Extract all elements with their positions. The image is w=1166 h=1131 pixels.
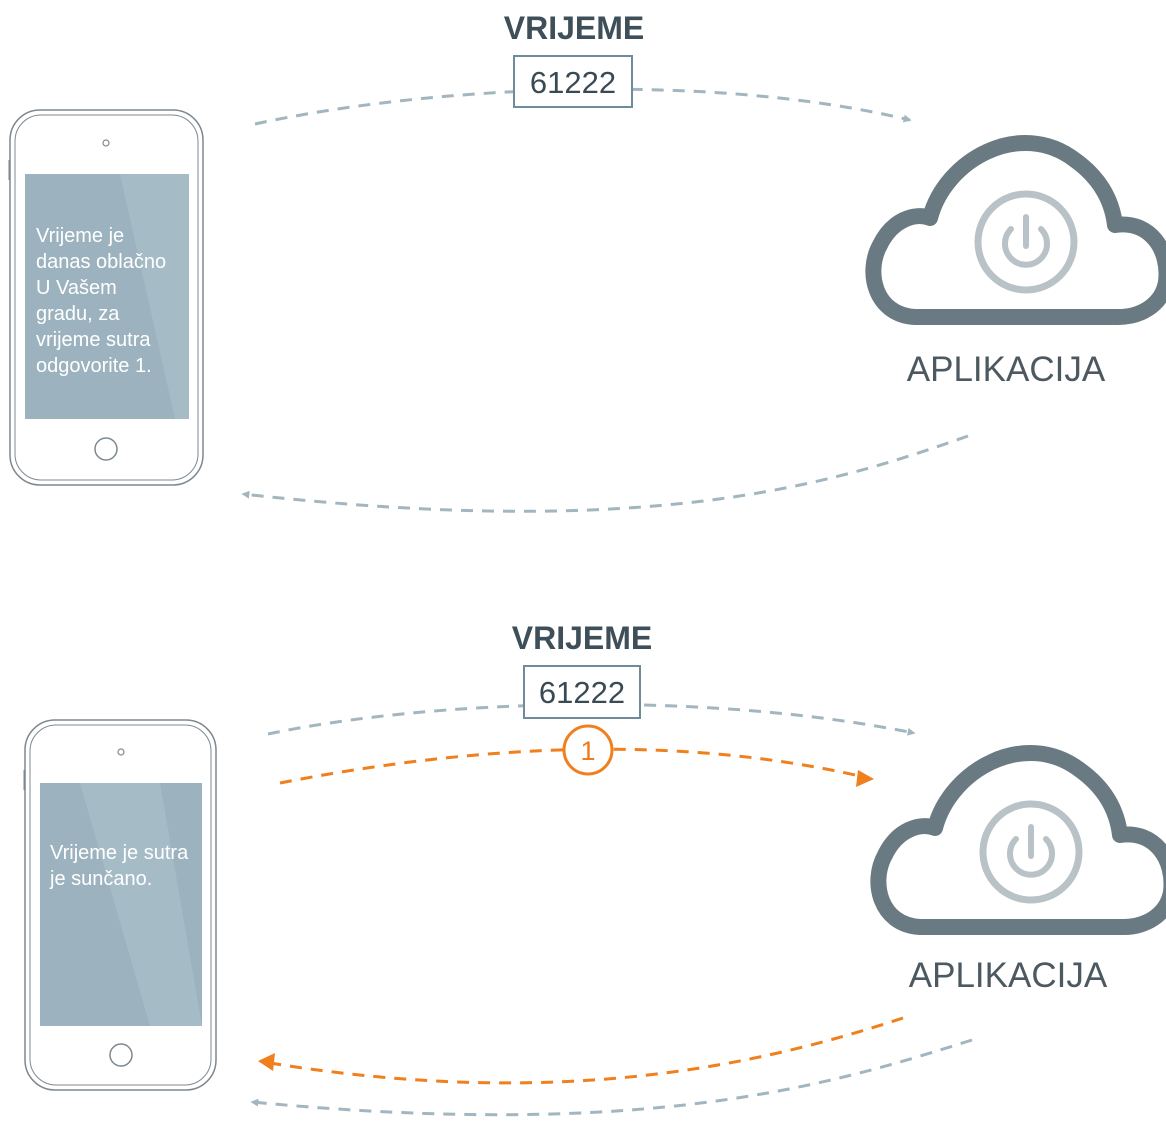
top-app-label: APLIKACIJA xyxy=(907,350,1106,389)
top-number-box xyxy=(513,55,633,108)
bottom-number: 61222 xyxy=(539,675,625,710)
top-phone xyxy=(8,109,204,486)
top-response-arrow xyxy=(241,434,969,513)
bottom-phone-camera-icon xyxy=(117,748,125,756)
bottom-keyword: VRIJEME xyxy=(512,620,652,656)
top-cloud-icon xyxy=(865,135,1166,326)
bottom-phone-screen-text: Vrijeme je sutra je sunčano. xyxy=(50,842,189,890)
bottom-cloud-icon xyxy=(870,745,1166,936)
top-power-icon xyxy=(974,190,1078,294)
bottom-power-icon xyxy=(979,800,1083,904)
top-number: 61222 xyxy=(530,65,616,100)
bottom-reply-arrow xyxy=(279,747,865,785)
reply-number: 1 xyxy=(580,736,595,766)
top-section: VRIJEME 61222 APLIKACIJA xyxy=(8,10,1166,513)
bottom-section: VRIJEME 61222 1 APLIKACIJA xyxy=(23,620,1166,1117)
bottom-phone xyxy=(23,719,217,1091)
bottom-response-arrow xyxy=(250,1038,973,1117)
bottom-answer-arrow xyxy=(269,1016,904,1085)
top-phone-home-button xyxy=(94,437,118,461)
bottom-number-box xyxy=(523,665,641,719)
reply-number-circle xyxy=(562,724,614,776)
bottom-reply-arrowhead xyxy=(856,770,874,787)
top-keyword: VRIJEME xyxy=(504,10,644,46)
bottom-app-label: APLIKACIJA xyxy=(909,956,1108,995)
top-phone-camera-icon xyxy=(102,139,110,147)
bottom-phone-home-button xyxy=(109,1043,133,1067)
bottom-answer-arrowhead xyxy=(258,1053,275,1071)
top-phone-screen-text: Vrijeme je danas oblačno U Vašem gradu, … xyxy=(36,225,167,377)
